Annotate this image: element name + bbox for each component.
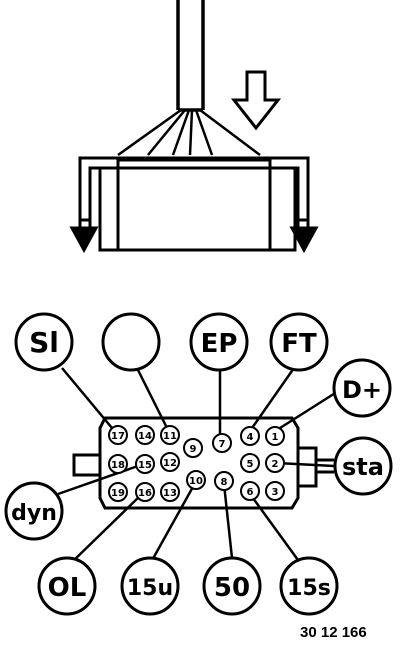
pin-19: 19 (108, 482, 128, 502)
pin-13: 13 (160, 482, 180, 502)
callout-ep: EP (189, 312, 249, 372)
callout-15u: 15u (120, 556, 180, 616)
callout-15s: 15s (279, 556, 339, 616)
arrow-down-left-icon (69, 226, 99, 254)
pin-6: 6 (240, 481, 260, 501)
pin-12: 12 (160, 452, 180, 472)
leader-50 (222, 483, 234, 559)
pin-14: 14 (135, 425, 155, 445)
leader-ol (69, 493, 143, 565)
pin-18: 18 (108, 454, 128, 474)
leader-sta (276, 461, 335, 468)
pin-10: 10 (186, 470, 206, 490)
leader-15s (248, 493, 300, 561)
pins: 17 14 11 9 7 4 1 18 15 12 5 2 19 16 13 1… (108, 425, 285, 502)
pin-label: 19 (111, 488, 125, 499)
pin-8: 8 (214, 471, 234, 491)
latch-right (296, 170, 310, 228)
callout-sta: sta (333, 436, 393, 496)
callout-label: Sl (29, 326, 59, 359)
callout-label: 15s (287, 576, 331, 601)
pin-label: 7 (219, 439, 226, 450)
connector-tab-right (296, 446, 318, 488)
leader-15u (148, 484, 196, 565)
pin-16: 16 (135, 482, 155, 502)
latch-left (78, 170, 92, 228)
callout-50: 50 (202, 556, 262, 616)
pin-label: 15 (138, 460, 152, 471)
callout-label: dyn (11, 501, 57, 526)
pin-label: 11 (163, 431, 177, 442)
pin-label: 1 (272, 432, 279, 443)
callout-label: 50 (214, 573, 250, 603)
callout-label: sta (342, 453, 384, 481)
pin-7: 7 (212, 433, 232, 453)
pin-label: 6 (247, 487, 254, 498)
pin-label: 5 (247, 459, 254, 470)
pin-label: 2 (272, 459, 279, 470)
pin-label: 8 (221, 477, 228, 488)
cable-and-housing (78, 0, 310, 252)
leader-ft (250, 367, 296, 429)
pin-5: 5 (240, 453, 260, 473)
pin-label: 10 (189, 476, 203, 487)
pin-label: 9 (190, 444, 197, 455)
housing-outer (78, 156, 310, 222)
pin-label: 13 (163, 488, 177, 499)
arrows (69, 70, 319, 254)
callout-label: D+ (342, 376, 382, 404)
callout-si: Sl (14, 312, 74, 372)
housing-inner (116, 158, 272, 252)
callout-label: 15u (127, 576, 173, 601)
callout-ft: FT (269, 312, 329, 372)
leader-blank (136, 369, 169, 429)
wire-fan (117, 108, 261, 157)
pin-17: 17 (108, 425, 128, 445)
pin-4: 4 (240, 426, 260, 446)
callout-ol: OL (37, 556, 97, 616)
callout-label: FT (281, 329, 317, 359)
pin-label: 4 (247, 432, 254, 443)
callout-label: EP (201, 329, 238, 359)
pin-1: 1 (265, 426, 285, 446)
pin-15: 15 (135, 454, 155, 474)
pin-label: 18 (111, 460, 125, 471)
connector-tab-left (72, 453, 102, 477)
leader-dplus (279, 388, 341, 430)
pin-label: 3 (272, 487, 279, 498)
callout-label: OL (48, 573, 87, 603)
figure-code: 30 12 166 (300, 624, 367, 641)
callout-blank (101, 312, 161, 372)
housing-body (98, 168, 297, 252)
pin-9: 9 (183, 438, 203, 458)
arrow-down-right-icon (289, 226, 319, 254)
pin-2: 2 (265, 453, 285, 473)
pin-11: 11 (160, 425, 180, 445)
pin-label: 17 (111, 431, 125, 442)
arrow-down-icon (230, 70, 282, 131)
callouts: Sl EP FT D+ sta dyn OL (4, 312, 393, 616)
pin-label: 14 (138, 431, 152, 442)
pin-label: 12 (163, 458, 177, 469)
callout-dyn: dyn (4, 481, 64, 541)
callout-dplus: D+ (332, 358, 392, 418)
pin-3: 3 (265, 481, 285, 501)
leader-si (61, 367, 113, 429)
pin-label: 16 (138, 488, 152, 499)
